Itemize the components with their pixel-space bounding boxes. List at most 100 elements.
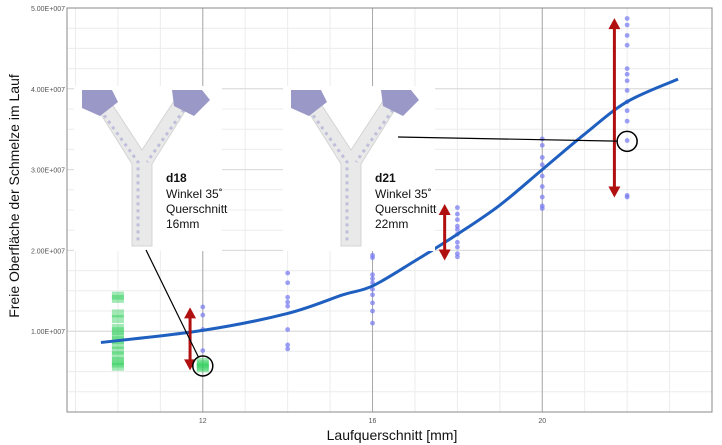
data-point bbox=[370, 255, 375, 261]
inset-title: d18 bbox=[166, 171, 187, 185]
data-point bbox=[111, 351, 124, 360]
data-point bbox=[624, 42, 630, 48]
data-point bbox=[539, 162, 545, 168]
data-point bbox=[370, 276, 375, 282]
x-tick-label: 20 bbox=[538, 418, 546, 425]
data-point bbox=[539, 194, 545, 200]
data-point bbox=[624, 78, 630, 84]
y-tick-label: 5.00E+007 bbox=[31, 6, 65, 13]
data-point bbox=[624, 66, 630, 71]
y-tick-label: 4.00E+007 bbox=[31, 87, 65, 94]
data-point bbox=[454, 226, 460, 232]
inset-text: Querschnitt bbox=[166, 202, 228, 216]
data-point bbox=[624, 22, 630, 28]
cavity-left bbox=[82, 90, 118, 116]
data-point bbox=[200, 348, 206, 353]
data-point bbox=[454, 211, 460, 217]
data-point bbox=[624, 194, 630, 200]
inset-text: 22mm bbox=[375, 217, 408, 231]
data-point bbox=[111, 323, 124, 332]
data-point bbox=[200, 312, 206, 318]
data-points bbox=[111, 16, 630, 373]
callouts bbox=[145, 130, 638, 377]
range-arrow bbox=[608, 18, 621, 198]
inset-text: Winkel 35˚ bbox=[375, 187, 432, 201]
data-point bbox=[200, 304, 206, 310]
data-point bbox=[454, 217, 460, 223]
data-point bbox=[285, 346, 291, 352]
data-point bbox=[370, 292, 375, 298]
data-point bbox=[111, 359, 124, 368]
data-point bbox=[111, 291, 124, 300]
data-point bbox=[111, 357, 124, 366]
highlight-circle bbox=[192, 355, 214, 377]
data-point bbox=[111, 327, 124, 336]
cavity-right bbox=[172, 90, 210, 116]
data-point bbox=[285, 327, 291, 332]
highlight-circle bbox=[616, 130, 638, 153]
data-point bbox=[370, 320, 375, 326]
x-tick-label: 12 bbox=[199, 418, 207, 425]
y-tick-label: 3.00E+007 bbox=[31, 168, 65, 175]
data-point bbox=[285, 294, 291, 300]
axis-ticks: 1.00E+007 2.00E+007 3.00E+007 4.00E+007 5.00… bbox=[31, 6, 546, 425]
data-point bbox=[370, 308, 375, 314]
x-axis-label: Laufquerschnitt [mm] bbox=[327, 427, 458, 443]
inset-text: Querschnitt bbox=[375, 202, 437, 216]
y-tick-label: 2.00E+007 bbox=[31, 248, 65, 255]
cavity-right bbox=[381, 90, 419, 116]
data-point bbox=[285, 280, 291, 286]
data-point bbox=[624, 88, 630, 93]
data-point bbox=[624, 118, 630, 124]
data-point bbox=[285, 270, 291, 276]
data-point bbox=[454, 205, 460, 210]
plot-border bbox=[66, 7, 713, 413]
data-point bbox=[111, 362, 124, 371]
data-point bbox=[285, 342, 291, 348]
y-axis-label: Freie Oberfläche der Schmelze im Lauf bbox=[6, 74, 22, 318]
data-point bbox=[111, 294, 124, 303]
leader-line bbox=[145, 249, 199, 358]
data-point bbox=[539, 184, 545, 189]
data-point bbox=[539, 136, 545, 142]
leader-line bbox=[397, 136, 618, 142]
data-point bbox=[454, 254, 460, 260]
data-point bbox=[539, 155, 545, 160]
range-arrow-head bbox=[608, 186, 621, 198]
data-point bbox=[624, 71, 630, 77]
inset-text: 16mm bbox=[166, 217, 199, 231]
runner-flow bbox=[303, 103, 349, 241]
data-point bbox=[196, 362, 209, 371]
data-point bbox=[624, 16, 630, 21]
data-point bbox=[370, 272, 375, 278]
data-point bbox=[111, 332, 124, 341]
trend-line bbox=[100, 77, 679, 345]
range-arrow-head bbox=[184, 307, 197, 319]
data-point bbox=[196, 360, 209, 369]
y-tick-label: 1.00E+007 bbox=[31, 329, 65, 336]
data-point bbox=[111, 346, 124, 355]
range-arrow-head bbox=[608, 18, 621, 30]
plot-frame bbox=[66, 7, 713, 413]
inset-title: d21 bbox=[375, 171, 396, 185]
range-arrow-head bbox=[438, 249, 451, 261]
runner-flow bbox=[145, 103, 190, 163]
data-point bbox=[285, 303, 291, 309]
range-arrow bbox=[438, 203, 451, 261]
inset-text: Winkel 35˚ bbox=[166, 187, 223, 201]
data-point bbox=[370, 300, 375, 306]
data-point bbox=[196, 364, 209, 373]
data-point bbox=[624, 138, 630, 143]
data-point bbox=[111, 309, 124, 318]
data-point bbox=[454, 244, 460, 250]
cavity-left bbox=[291, 90, 327, 116]
runner-flow bbox=[94, 103, 140, 241]
range-arrow-head bbox=[438, 203, 451, 215]
x-tick-label: 16 bbox=[369, 418, 377, 425]
data-point bbox=[624, 108, 630, 114]
data-point bbox=[539, 205, 545, 211]
